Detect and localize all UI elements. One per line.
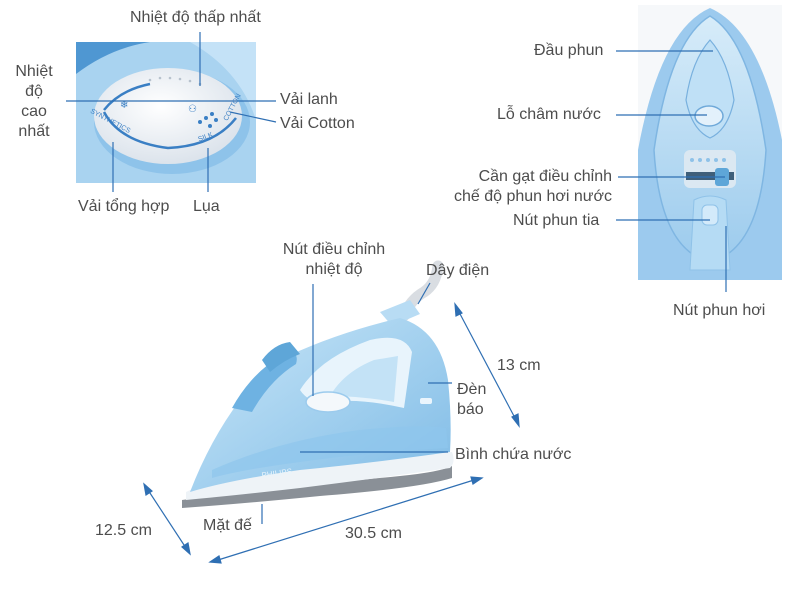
label-cord: Dây điện <box>426 262 490 279</box>
label-water-hole: Lỗ châm nước <box>497 106 601 123</box>
label-temp-knob-line: Nút điều chỉnh <box>282 241 386 258</box>
label-synthetic: Vải tổng hợp <box>78 198 170 215</box>
brand-logo: PHILIPS <box>261 467 293 480</box>
water-hole-shape <box>694 105 724 127</box>
iron-side-view <box>182 260 454 508</box>
leader-lines <box>66 32 727 524</box>
dimension-width: 12.5 cm <box>95 522 152 539</box>
label-light: Đèn báo <box>457 380 486 420</box>
label-max-temp-line: Nhiệt <box>15 63 53 80</box>
label-steam-lever: Cần gạt điều chỉnh chế độ phun hơi nước <box>438 167 612 207</box>
label-spray-button: Nút phun tia <box>513 212 600 229</box>
label-tank: Bình chứa nước <box>455 446 572 463</box>
dial-closeup: ❄ ⚇ <box>76 42 256 183</box>
label-temp-knob: Nút điều chỉnh nhiệt độ <box>270 240 398 280</box>
label-max-temp-line: nhất <box>18 123 50 140</box>
dial-face <box>94 68 242 164</box>
dimension-arrows <box>143 302 520 564</box>
label-silk: Lụa <box>193 198 220 215</box>
label-max-temp-line: cao <box>21 103 47 120</box>
label-nozzle: Đầu phun <box>534 42 604 59</box>
dial-snowflake-icon: ❄ <box>120 100 128 111</box>
label-max-temp: Nhiệt độ cao nhất <box>6 62 62 142</box>
label-light-line: báo <box>457 401 484 418</box>
label-linen: Vải lanh <box>280 91 338 108</box>
dimension-height: 13 cm <box>497 357 541 374</box>
dimension-length: 30.5 cm <box>345 525 402 542</box>
label-temp-knob-line: nhiệt độ <box>305 261 363 278</box>
label-light-line: Đèn <box>457 381 487 398</box>
label-steam-lever-line: Cần gạt điều chỉnh <box>478 168 612 185</box>
label-soleplate: Mặt đế <box>203 517 252 534</box>
label-max-temp-line: độ <box>25 83 43 100</box>
label-min-temp: Nhiệt độ thấp nhất <box>130 9 261 26</box>
iron-top-view <box>638 5 782 280</box>
label-steam-lever-line: chế độ phun hơi nước <box>453 188 612 205</box>
label-steam-button: Nút phun hơi <box>673 302 766 319</box>
svg-text:⚇: ⚇ <box>188 104 197 115</box>
label-cotton: Vải Cotton <box>280 115 355 132</box>
temp-knob-shape <box>305 391 351 413</box>
